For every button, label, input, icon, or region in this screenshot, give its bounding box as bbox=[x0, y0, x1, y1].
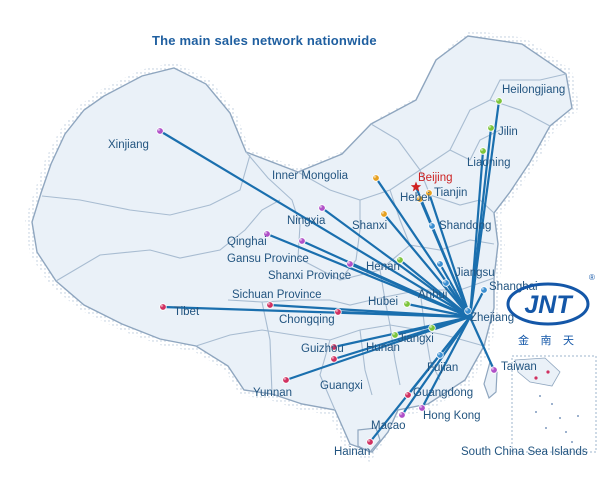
sales-routes bbox=[158, 99, 501, 444]
route-taiwan bbox=[468, 315, 496, 372]
marker-shine-guangxi bbox=[331, 356, 335, 360]
label-hebei: Hebei bbox=[400, 192, 430, 204]
marker-shine-shandong bbox=[429, 223, 433, 227]
marker-shine-shanghai bbox=[481, 287, 485, 291]
marker-shine-shanxi-province bbox=[347, 261, 351, 265]
label-tianjin: Tianjin bbox=[434, 187, 467, 199]
location-markers bbox=[156, 97, 503, 446]
marker-shine-guangdong bbox=[405, 392, 409, 396]
marker-shine-inner-mongolia bbox=[373, 175, 377, 179]
label-guangdong: Guangdong bbox=[413, 387, 473, 399]
label-ningxia: Ningxia bbox=[287, 215, 326, 227]
route-chongqing bbox=[336, 310, 472, 319]
hub-marker bbox=[467, 314, 473, 320]
label-hunan: Hunan bbox=[366, 342, 400, 354]
label-liaoning: Liaoning bbox=[467, 157, 510, 169]
logo-chinese: 金 南 天 bbox=[518, 333, 578, 347]
route-hubei bbox=[405, 302, 472, 319]
label-jiangxi: Jiangxi bbox=[398, 333, 434, 345]
marker-shine-zhejiang bbox=[465, 308, 469, 312]
marker-shine-jiangsu bbox=[437, 261, 441, 265]
label-taiwan: Taiwan bbox=[501, 361, 537, 373]
label-fujian: Fujian bbox=[427, 362, 458, 374]
marker-shine-hainan bbox=[367, 439, 371, 443]
marker-shine-hubei bbox=[404, 301, 408, 305]
label-shanxi: Shanxi bbox=[352, 220, 387, 232]
marker-shine-jilin bbox=[488, 125, 492, 129]
marker-shine-anhui bbox=[443, 280, 447, 284]
marker-shine-ningxia bbox=[319, 205, 323, 209]
label-chongqing: Chongqing bbox=[279, 314, 335, 326]
marker-shine-hong-kong bbox=[419, 405, 423, 409]
marker-shine-chongqing bbox=[335, 309, 339, 313]
marker-shine-xinjiang bbox=[157, 128, 161, 132]
capital-star-icon bbox=[410, 181, 422, 192]
marker-shine-macao bbox=[399, 412, 403, 416]
label-gansu-province: Gansu Province bbox=[227, 253, 309, 265]
marker-shine-shanxi bbox=[381, 211, 385, 215]
logo-letters: JNT bbox=[524, 291, 574, 319]
label-heilongjiang: Heilongjiang bbox=[502, 84, 565, 96]
route-ningxia bbox=[320, 206, 472, 319]
marker-shine-hebei bbox=[417, 196, 421, 200]
label-hainan: Hainan bbox=[334, 446, 370, 458]
route-tianjin bbox=[427, 191, 472, 319]
marker-shine-hunan bbox=[392, 332, 396, 336]
marker-shine-yunnan bbox=[283, 377, 287, 381]
label-south-china-sea-islands: South China Sea Islands bbox=[461, 446, 588, 458]
marker-shine-tianjin bbox=[426, 190, 430, 194]
marker-shine-fujian bbox=[437, 352, 441, 356]
route-henan bbox=[398, 258, 472, 319]
label-jiangsu: Jiangsu bbox=[455, 267, 495, 279]
label-qinghai: Qinghai bbox=[227, 236, 267, 248]
label-shandong: Shandong bbox=[439, 220, 491, 232]
label-shanghai: Shanghai bbox=[489, 281, 538, 293]
label-yunnan: Yunnan bbox=[253, 387, 292, 399]
label-guangxi: Guangxi bbox=[320, 380, 363, 392]
label-xinjiang: Xinjiang bbox=[108, 139, 149, 151]
route-hainan bbox=[368, 315, 472, 444]
label-shanxi-province: Shanxi Province bbox=[268, 270, 351, 282]
label-anhui: Anhui bbox=[418, 289, 447, 301]
marker-shine-jiangxi bbox=[429, 325, 433, 329]
label-guizhou: Guizhou bbox=[301, 343, 344, 355]
jnt-logo: JNT ® 金 南 天 bbox=[506, 268, 598, 354]
page-title: The main sales network nationwide bbox=[152, 33, 377, 48]
route-macao bbox=[400, 315, 472, 417]
route-xinjiang bbox=[158, 129, 472, 319]
route-guangxi bbox=[332, 315, 472, 361]
marker-shine-heilongjiang bbox=[496, 98, 500, 102]
south-china-sea-inset bbox=[511, 355, 597, 453]
route-shanxi bbox=[382, 212, 472, 319]
route-shanxi-province bbox=[348, 262, 472, 319]
registered-mark: ® bbox=[589, 273, 595, 282]
label-zhejiang: Zhejiang bbox=[470, 312, 514, 324]
route-liaoning bbox=[468, 149, 485, 319]
marker-shine-qinghai bbox=[264, 231, 268, 235]
marker-shine-guizhou bbox=[331, 344, 335, 348]
marker-shine-sichuan-province bbox=[267, 302, 271, 306]
label-sichuan-province: Sichuan Province bbox=[232, 289, 322, 301]
marker-shine-taiwan bbox=[491, 367, 495, 371]
route-hong-kong bbox=[420, 315, 472, 410]
label-macao: Macao bbox=[371, 420, 406, 432]
route-guizhou bbox=[332, 315, 472, 349]
label-inner-mongolia: Inner Mongolia bbox=[272, 170, 349, 182]
label-jilin: Jilin bbox=[498, 126, 518, 138]
label-hong-kong: Hong Kong bbox=[423, 410, 481, 422]
label-tibet: Tibet bbox=[174, 306, 200, 318]
label-hubei: Hubei bbox=[368, 296, 398, 308]
label-henan: Henan bbox=[366, 261, 400, 273]
jnt-logo-mark: JNT ® 金 南 天 bbox=[506, 273, 595, 347]
marker-shine-tibet bbox=[160, 304, 164, 308]
marker-shine-henan bbox=[397, 257, 401, 261]
marker-shine-liaoning bbox=[480, 148, 484, 152]
route-shandong bbox=[430, 224, 472, 319]
route-shanghai bbox=[468, 288, 486, 319]
label-beijing: Beijing bbox=[418, 172, 453, 184]
marker-shine-gansu-province bbox=[299, 238, 303, 242]
